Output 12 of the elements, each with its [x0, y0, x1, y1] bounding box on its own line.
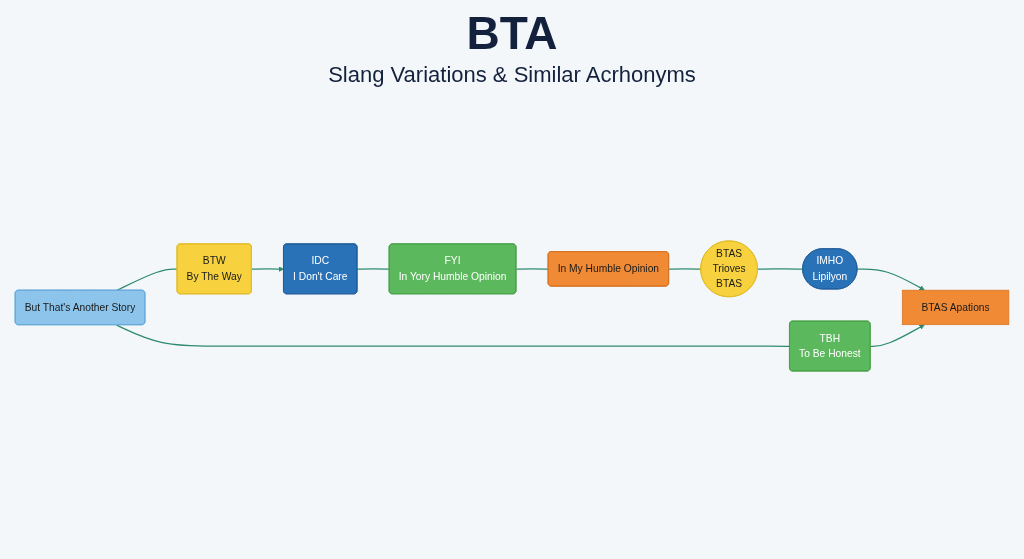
- connector: [356, 268, 391, 270]
- title: BTA: [466, 6, 558, 60]
- connector: [668, 268, 702, 270]
- subtitle: Slang Variations & Similar Acrhonyms: [328, 62, 696, 88]
- node-box: BTAS Apations: [901, 289, 1010, 326]
- arrow: [856, 268, 925, 291]
- arrow: [251, 266, 285, 272]
- connector: [757, 268, 804, 270]
- arrow: [869, 324, 925, 347]
- connector: [515, 268, 549, 270]
- connector: [116, 268, 178, 292]
- connector: [116, 324, 791, 347]
